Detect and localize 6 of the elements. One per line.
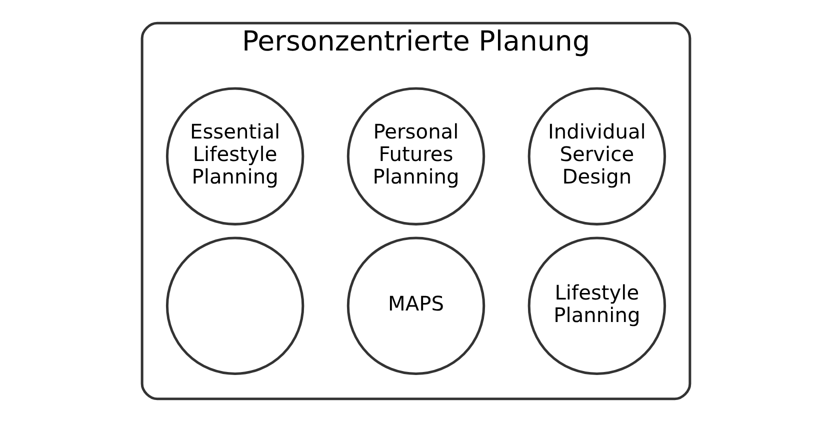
node-circle: MAPS (346, 236, 486, 375)
node-circle: Individual Service Design (528, 87, 666, 226)
node-circle: Personal Futures Planning (346, 87, 486, 226)
node-circle: Essential Lifestyle Planning (166, 87, 304, 226)
node-circle (166, 236, 304, 375)
node-circle: Lifestyle Planning (528, 236, 666, 375)
